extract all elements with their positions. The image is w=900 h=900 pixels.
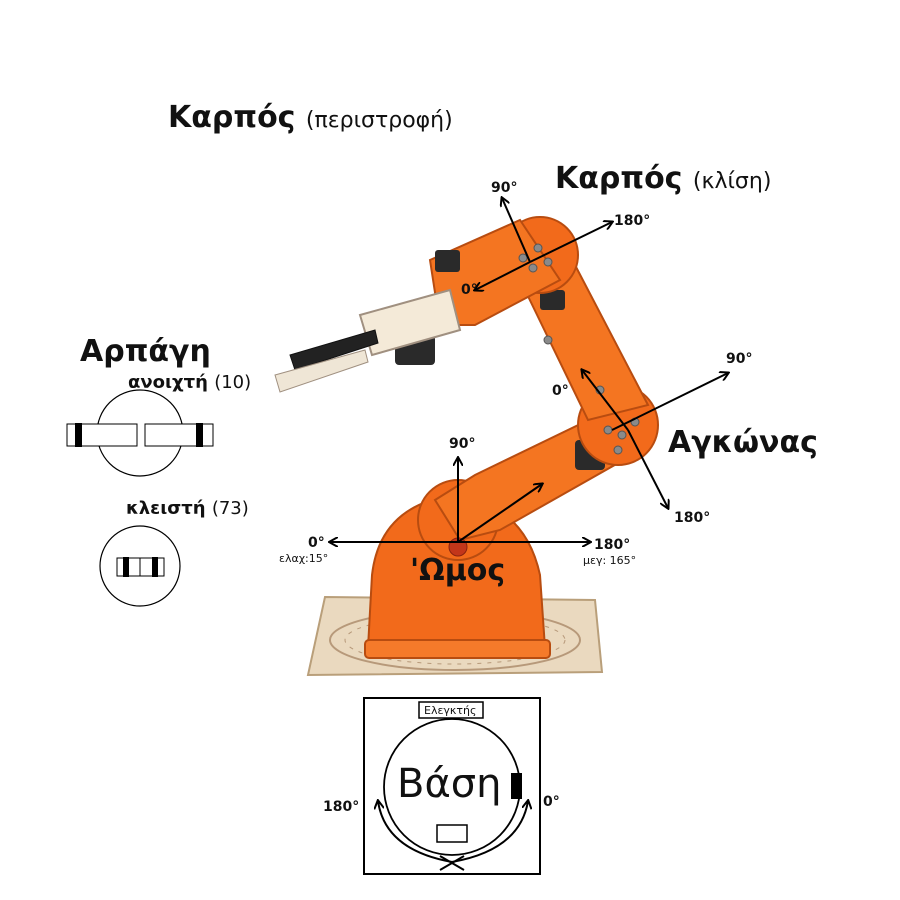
wrist-angle-90: 90° (491, 180, 518, 196)
elbow-angle-180: 180° (674, 510, 711, 526)
gripper-finger (274, 349, 369, 393)
gripper-open-value: (10) (214, 372, 252, 393)
shoulder-angle-90: 90° (449, 436, 476, 452)
wrist-rotation-subtitle: (περιστροφή) (305, 108, 453, 133)
shoulder-angle-min: ελαχ:15° (279, 552, 329, 565)
controller-label: Ελεγκτής (424, 704, 477, 717)
gripper-open-label: ανοιχτή (10) (128, 374, 251, 392)
elbow-axes (582, 370, 728, 508)
gripper-open-icon (66, 389, 214, 477)
shoulder-axes (330, 458, 590, 542)
gripper-label: Αρπάγη (80, 334, 211, 369)
shoulder-angle-0: 0° (308, 535, 325, 551)
base-angle-180: 180° (323, 799, 360, 815)
wrist-angle-0: 0° (461, 282, 478, 298)
gripper-closed-value: (73) (211, 498, 249, 519)
shoulder-angle-180: 180° (594, 537, 631, 553)
wrist-angle-180: 180° (614, 213, 651, 229)
base-panel (363, 697, 541, 875)
wrist-tilt-title: Καρπός (555, 161, 683, 196)
base-rotation-arrow (378, 801, 453, 863)
elbow-angle-0: 0° (552, 383, 569, 399)
elbow-label: Αγκώνας (668, 425, 818, 460)
gripper-finger (289, 329, 379, 371)
robot-arm-illustration (274, 216, 659, 677)
wrist-rotation-title: Καρπός (168, 100, 296, 135)
gripper-closed-label: κλειστή (73) (126, 500, 249, 518)
base-angle-0: 0° (543, 794, 560, 810)
gripper-open-title: ανοιχτή (128, 372, 208, 393)
shoulder-label: 'Ωμος (410, 553, 506, 588)
base-rotation-arrow (451, 801, 528, 863)
base-marker (511, 773, 522, 799)
elbow-angle-90: 90° (726, 351, 753, 367)
shoulder-angle-max: μεγ: 165° (583, 554, 637, 567)
wrist-axes (475, 198, 612, 290)
wrist-tilt-subtitle: (κλίση) (692, 169, 772, 194)
gripper-closed-title: κλειστή (126, 498, 206, 519)
wrist-rotation-label: Καρπός (περιστροφή) (168, 103, 453, 133)
wrist-tilt-label: Καρπός (κλίση) (555, 164, 771, 194)
gripper-closed-icon (99, 525, 181, 607)
base-label: Βάση (397, 761, 502, 807)
